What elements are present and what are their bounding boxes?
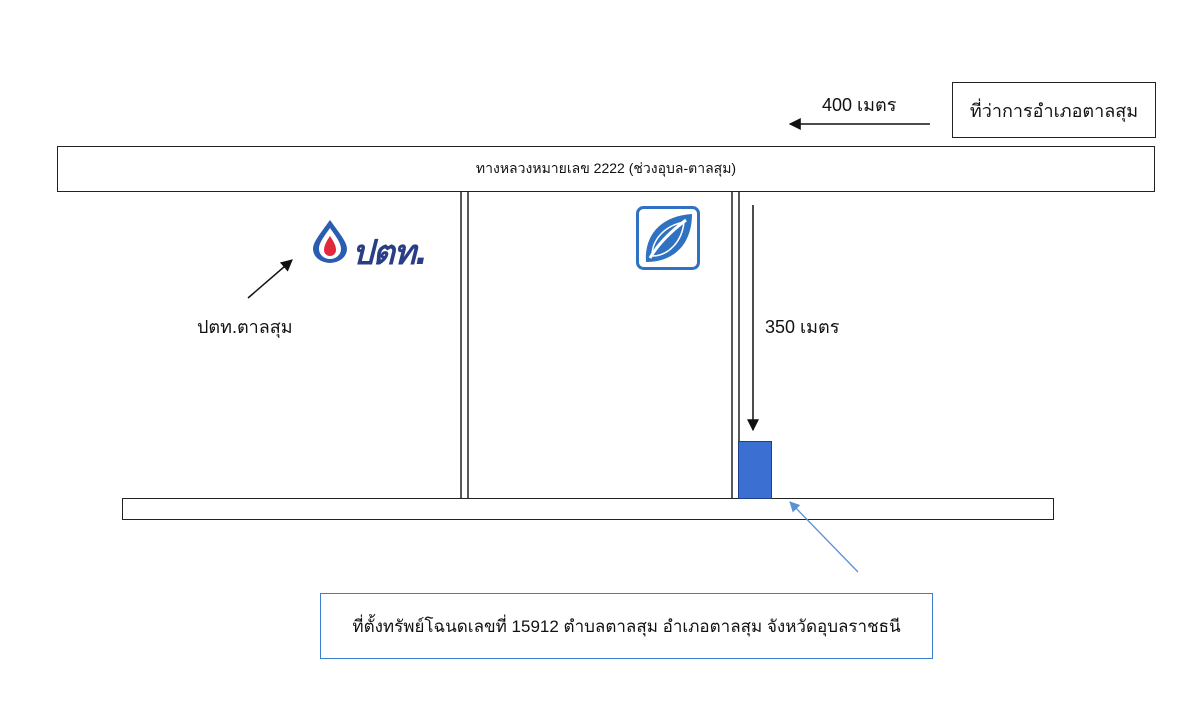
- property-callout-box: ที่ตั้งทรัพย์โฉนดเลขที่ 15912 ตำบลตาลสุม…: [320, 593, 933, 659]
- distance-along-lane-label: 350 เมตร: [765, 317, 840, 337]
- ptt-flame-drop-icon: [313, 220, 347, 263]
- arrow-to-property: [789, 501, 859, 573]
- highway-road: ทางหลวงหมายเลข 2222 (ช่วงอุบล-ตาลสุม): [57, 146, 1155, 192]
- district-office-box: ที่ว่าการอำเภอตาลสุม: [952, 82, 1156, 138]
- left-side-lane: [460, 192, 469, 498]
- ptt-wordmark: ปตท.: [352, 233, 428, 273]
- arrow-to-ptt: [247, 259, 293, 299]
- district-office-label: ที่ว่าการอำเภอตาลสุม: [969, 100, 1139, 121]
- property-marker: [738, 441, 772, 499]
- property-label: ที่ตั้งทรัพย์โฉนดเลขที่ 15912 ตำบลตาลสุม…: [352, 616, 901, 636]
- ptt-caption-label: ปตท.ตาลสุม: [197, 317, 293, 337]
- distance-to-district-label: 400 เมตร: [822, 95, 897, 115]
- bangchak-leaf-icon: [636, 206, 700, 270]
- bottom-road: [122, 498, 1054, 520]
- highway-label: ทางหลวงหมายเลข 2222 (ช่วงอุบล-ตาลสุม): [475, 160, 737, 176]
